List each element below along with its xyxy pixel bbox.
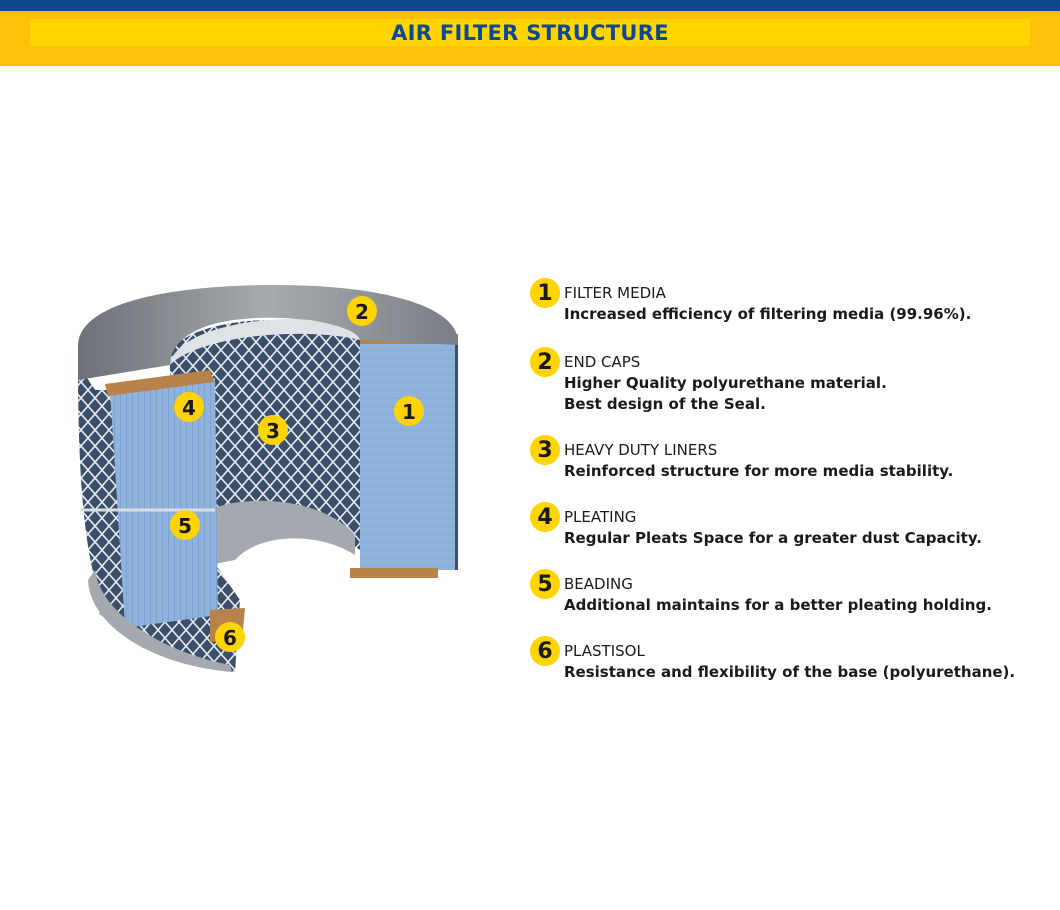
legend-item-description: Regular Pleats Space for a greater dust … — [564, 529, 982, 547]
marker-2-label: 2 — [355, 300, 369, 324]
marker-3-label: 3 — [266, 419, 280, 443]
inner-floor — [210, 500, 355, 565]
marker-4-label: 4 — [182, 396, 196, 420]
filter-cutaway-diagram: 2 1 4 3 5 6 — [60, 270, 480, 690]
legend-item-title: END CAPS — [564, 353, 641, 371]
legend-item-title: HEAVY DUTY LINERS — [564, 441, 718, 459]
legend-item-description: Resistance and flexibility of the base (… — [564, 663, 1016, 681]
legend-item-description: Additional maintains for a better pleati… — [564, 596, 992, 614]
number-badge: 1 — [530, 278, 560, 308]
marker-2: 2 — [347, 296, 377, 326]
bottom-end-cap — [88, 570, 232, 672]
legend-item-description: Higher Quality polyurethane material. — [564, 374, 887, 392]
number-badge: 4 — [530, 502, 560, 532]
legend-item-filter-media: 1 FILTER MEDIA Increased efficiency of f… — [530, 278, 1030, 325]
marker-6-label: 6 — [223, 626, 237, 650]
top-stripe — [0, 0, 1060, 11]
right-bottom-seal — [350, 568, 438, 578]
page-title: AIR FILTER STRUCTURE — [391, 20, 669, 45]
legend-item-end-caps: 2 END CAPS Higher Quality polyurethane m… — [530, 347, 1030, 415]
marker-1-label: 1 — [402, 400, 416, 424]
number-badge: 2 — [530, 347, 560, 377]
legend-item-beading: 5 BEADING Additional maintains for a bet… — [530, 569, 1030, 616]
legend-item-plastisol: 6 PLASTISOL Resistance and flexibility o… — [530, 636, 1030, 683]
marker-3: 3 — [258, 415, 288, 445]
legend-item-heavy-duty-liners: 3 HEAVY DUTY LINERS Reinforced structure… — [530, 435, 1030, 482]
top-cap-inner-rim — [170, 319, 360, 365]
number-badge: 3 — [530, 435, 560, 465]
legend-item-description-line-2: Best design of the Seal. — [564, 395, 766, 413]
legend-item-title: PLEATING — [564, 508, 637, 526]
marker-4: 4 — [174, 392, 204, 422]
right-media-block — [360, 340, 455, 570]
right-media-side — [455, 342, 458, 570]
marker-5-label: 5 — [178, 514, 192, 538]
number-badge: 5 — [530, 569, 560, 599]
left-seal — [105, 370, 214, 396]
marker-1: 1 — [394, 396, 424, 426]
header-title-bar: AIR FILTER STRUCTURE — [30, 19, 1030, 46]
legend-item-title: FILTER MEDIA — [564, 284, 666, 302]
filter-illustration: 2 1 4 3 5 6 — [78, 285, 458, 672]
legend-item-title: PLASTISOL — [564, 642, 645, 660]
component-legend: 1 FILTER MEDIA Increased efficiency of f… — [530, 278, 1030, 703]
legend-item-description: Increased efficiency of filtering media … — [564, 305, 972, 323]
marker-6: 6 — [215, 622, 245, 652]
marker-5: 5 — [170, 510, 200, 540]
legend-item-pleating: 4 PLEATING Regular Pleats Space for a gr… — [530, 502, 1030, 549]
number-badge: 6 — [530, 636, 560, 666]
left-media-block — [110, 378, 218, 628]
legend-item-title: BEADING — [564, 575, 633, 593]
legend-item-description: Reinforced structure for more media stab… — [564, 462, 954, 480]
